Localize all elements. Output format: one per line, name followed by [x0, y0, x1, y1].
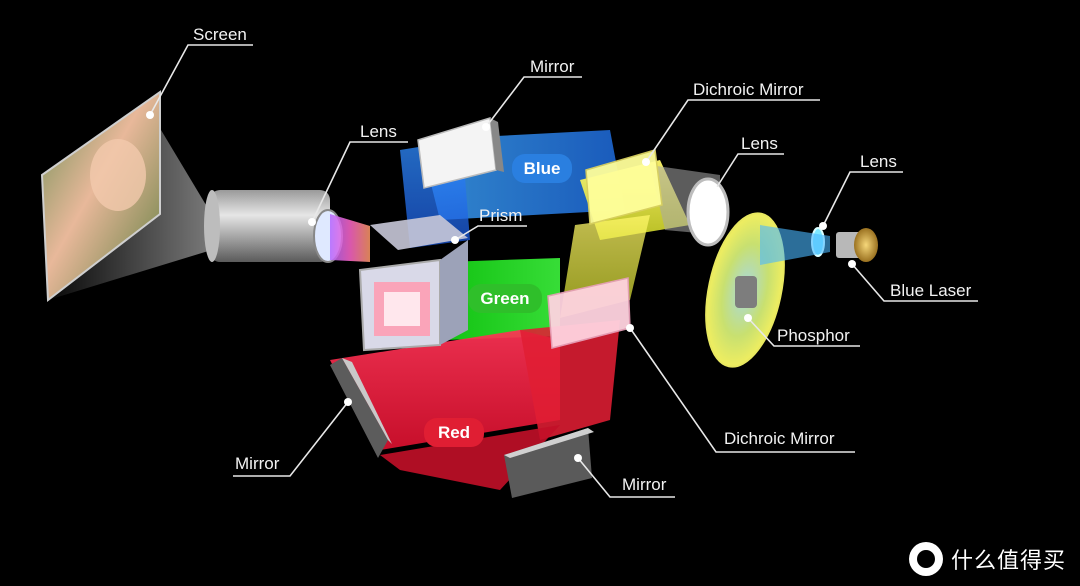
blue-laser: [836, 228, 878, 262]
label-dichroic-bottom: Dichroic Mirror: [724, 429, 835, 448]
label-phosphor: Phosphor: [777, 326, 850, 345]
dichroic-mirror-top: [585, 149, 663, 225]
watermark: 什么值得买: [908, 542, 1066, 576]
label-lens-laser: Lens: [860, 152, 897, 171]
green-pill: Green: [468, 284, 542, 313]
red-beam: [330, 320, 620, 490]
leader-lines: [146, 44, 978, 498]
label-lens-right: Lens: [741, 134, 778, 153]
label-prism: Prism: [479, 206, 522, 225]
zhi-logo-icon: [908, 542, 943, 576]
label-dichroic-top: Dichroic Mirror: [693, 80, 804, 99]
blue-pill-label: Blue: [524, 159, 561, 178]
green-pill-label: Green: [480, 289, 529, 308]
watermark-text: 什么值得买: [950, 549, 1066, 574]
label-mirror-top: Mirror: [530, 57, 575, 76]
projection-lens: [204, 190, 343, 263]
label-mirror-bottom: Mirror: [622, 475, 667, 494]
blue-pill: Blue: [512, 154, 572, 183]
label-lens-projection: Lens: [360, 122, 397, 141]
label-mirror-left: Mirror: [235, 454, 280, 473]
condenser-lens: [686, 177, 730, 247]
output-beam: [330, 214, 370, 262]
label-screen: Screen: [193, 25, 247, 44]
mirror-bottom: [504, 428, 594, 498]
mirror-top: [417, 117, 504, 189]
red-pill: Red: [424, 418, 484, 447]
red-pill-label: Red: [438, 423, 470, 442]
prism: [358, 215, 468, 352]
mirror-left: [330, 358, 392, 458]
laser-beam: [760, 225, 830, 265]
screen-face-highlight: [90, 139, 146, 211]
screen: [40, 90, 228, 302]
label-blue-laser: Blue Laser: [890, 281, 972, 300]
